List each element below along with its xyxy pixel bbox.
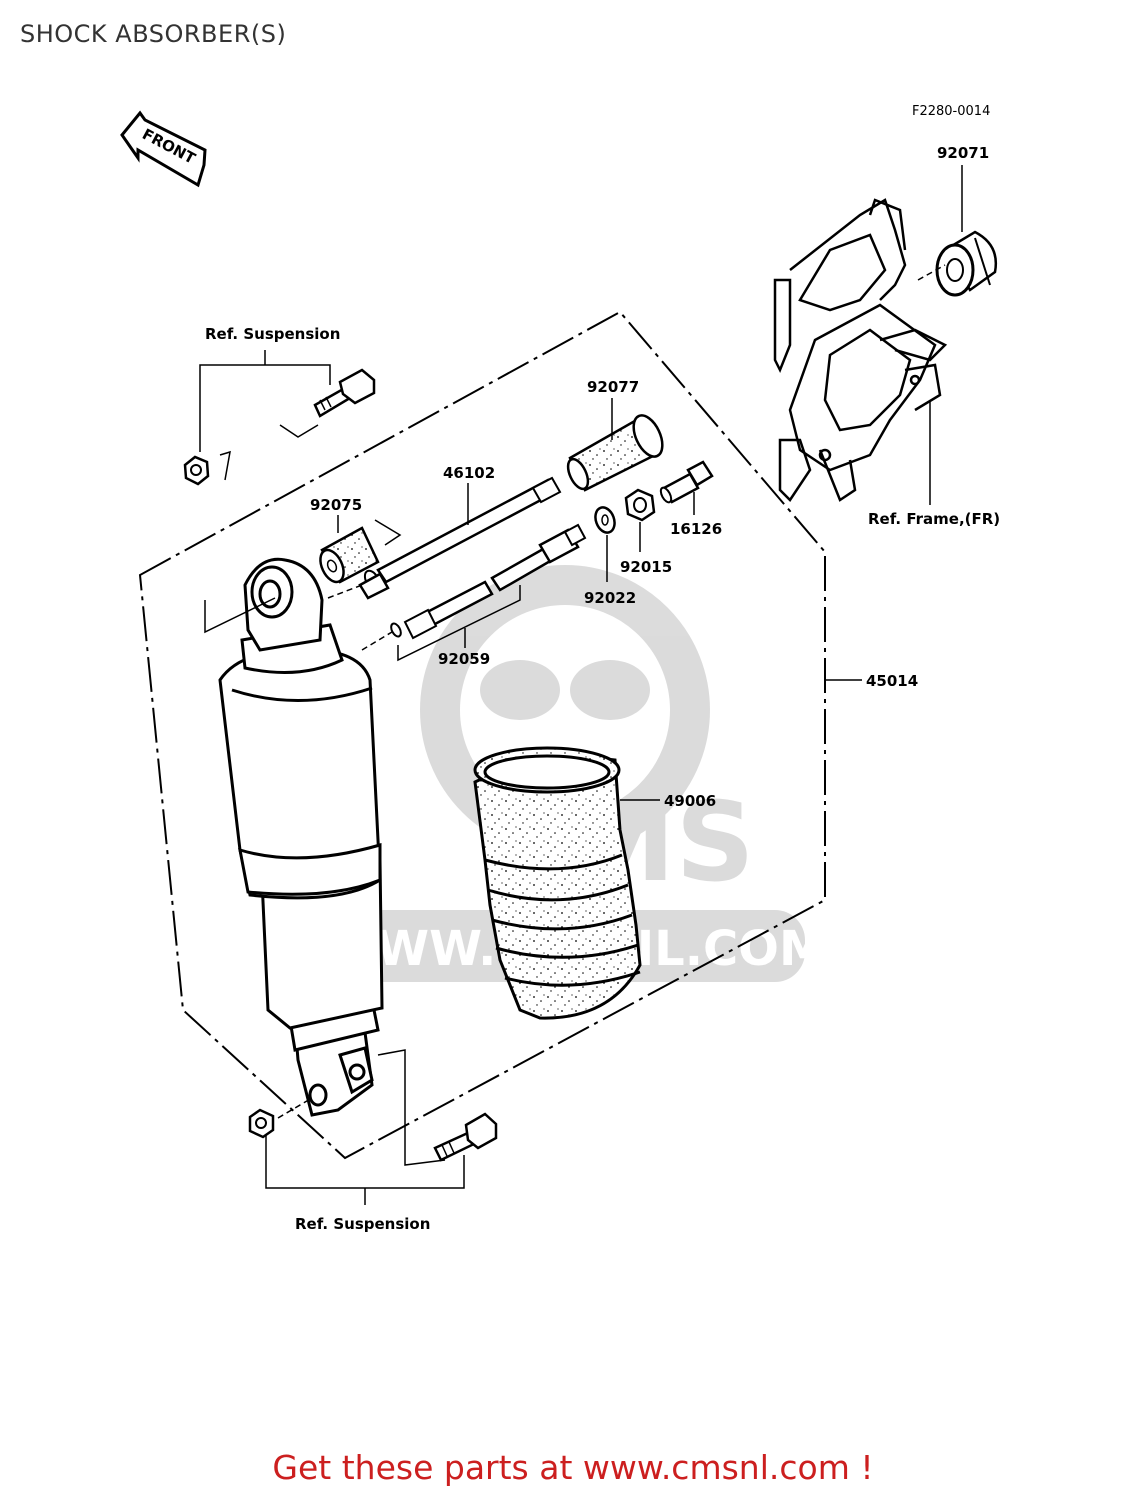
valve-16126 [659, 460, 714, 504]
sleeve-92059-upper [490, 523, 587, 592]
page-title: SHOCK ABSORBER(S) [20, 20, 287, 48]
sleeve-92059-lower [390, 580, 494, 640]
part-number-92059: 92059 [438, 650, 490, 668]
nut-icon [183, 455, 210, 486]
frame-bracket [773, 198, 948, 502]
bottom-bolt-icon [433, 1112, 498, 1162]
part-number-49006: 49006 [664, 792, 716, 810]
rubber-bushing-92071 [935, 230, 998, 297]
nut-92015 [624, 488, 656, 522]
shock-absorber-body [218, 557, 384, 1117]
rod-46102 [358, 476, 562, 600]
bolt-icon [313, 368, 376, 418]
ref-suspension-bottom-label: Ref. Suspension [295, 1215, 430, 1233]
part-number-92077: 92077 [587, 378, 639, 396]
figure-code: F2280-0014 [912, 104, 990, 119]
ref-frame-label: Ref. Frame,(FR) [868, 510, 1000, 528]
washer-92022 [594, 506, 616, 534]
part-number-46102: 46102 [443, 464, 495, 482]
front-arrow-icon: FRONT [120, 110, 207, 188]
part-number-16126: 16126 [670, 520, 722, 538]
part-number-92015: 92015 [620, 558, 672, 576]
part-number-92075: 92075 [310, 496, 362, 514]
part-number-92071: 92071 [937, 144, 989, 162]
part-number-92022: 92022 [584, 589, 636, 607]
ref-suspension-top-label: Ref. Suspension [205, 325, 340, 343]
footer-cta-link[interactable]: Get these parts at www.cmsnl.com ! [272, 1448, 874, 1487]
collar-92077 [566, 414, 664, 492]
bushing-92075 [319, 526, 380, 584]
dust-boot-49006 [473, 746, 642, 1020]
part-number-45014: 45014 [866, 672, 918, 690]
bottom-nut-icon [248, 1108, 275, 1139]
